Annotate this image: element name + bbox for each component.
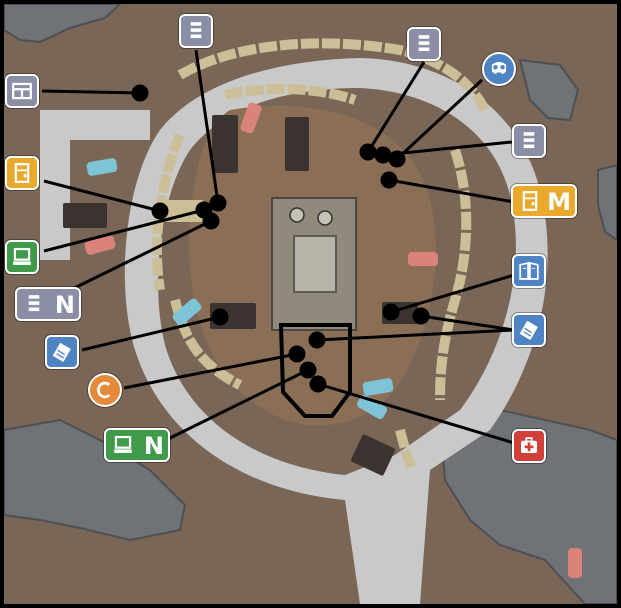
manual-icon [52,342,71,362]
gas-mask-marker[interactable] [482,52,516,86]
bunker-entrance [278,323,352,418]
car-red-3 [408,252,438,266]
rock-right [597,163,618,242]
manual-marker-right[interactable] [512,313,546,347]
wall-right [435,148,472,401]
container-top [285,117,309,171]
gas-mask-icon [491,61,507,77]
container-top-left [212,115,238,173]
document-marker-n[interactable]: N [15,287,81,321]
workbench-icon [12,82,32,100]
wall-bottom-right [395,428,417,472]
car-red-4 [568,548,582,578]
computer-marker-left[interactable] [5,240,39,274]
document-stack-icon [28,295,40,312]
structures [63,115,418,476]
document-stack-icon [418,35,430,52]
medkit-marker[interactable] [512,429,546,463]
medkit-icon [521,437,537,454]
fan-left [289,207,305,223]
wall-inner-top [223,83,357,105]
manual-icon [519,320,538,340]
locker-icon [522,191,538,211]
car-blue-2 [172,298,202,326]
locker-marker-left[interactable] [5,156,39,190]
computer-marker-n[interactable]: N [104,428,170,462]
container-bottom-right [351,434,395,476]
document-stack-icon [190,22,202,39]
workbench-marker-left[interactable] [5,74,39,108]
manual-marker-left[interactable] [45,335,79,369]
book-marker-right[interactable] [512,254,546,288]
c-crate-icon [97,381,111,399]
car-blue-1 [86,158,118,176]
document-marker-top-right[interactable] [407,27,441,61]
rock-top-right [518,58,580,122]
car-blue-3 [362,378,394,396]
marker-letter: M [547,188,571,216]
central-roof [293,235,337,293]
connector-lines [41,49,515,445]
document-marker-top-center[interactable] [179,14,213,48]
marker-letter: N [143,432,164,460]
marker-letter: N [54,291,75,319]
computer-icon [13,247,31,265]
locker-icon [14,163,30,183]
vehicles [84,102,582,578]
fan-right [317,210,333,226]
document-stack-icon [523,132,535,149]
locker-marker-m[interactable]: M [511,184,577,218]
computer-icon [114,435,132,453]
container-left [63,203,107,228]
book-icon [519,261,539,280]
wall-outer-top [177,38,490,113]
document-marker-right[interactable] [512,124,546,158]
car-red-2 [240,102,262,134]
rock-bottom-left [3,418,187,542]
car-blue-4 [356,394,388,420]
rock-top-left [3,3,123,44]
crate-c-marker[interactable] [88,373,122,407]
